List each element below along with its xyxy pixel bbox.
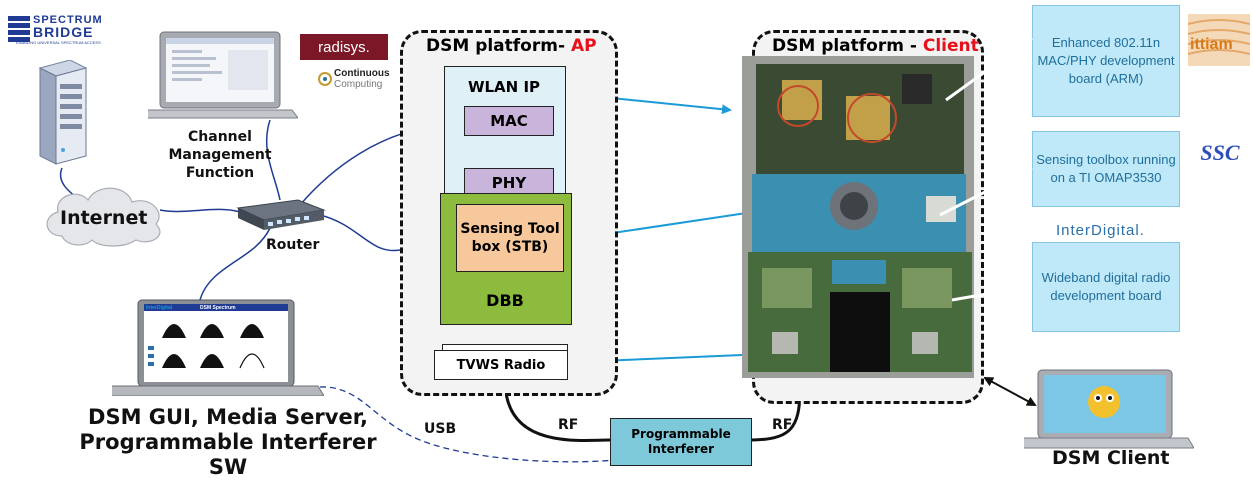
ap-platform-title: DSM platform- AP [426, 36, 597, 56]
ittiam-logo: ittiam [1188, 14, 1250, 66]
continuous-computing-logo: Continuous Computing [318, 68, 398, 98]
router-stb-wire [319, 214, 401, 252]
rf-left-label: RF [558, 417, 579, 433]
wideband-callout: Wideband digital radio development board [1032, 242, 1180, 332]
tvws-radio-block: TVWS Radio [434, 350, 568, 380]
sensing-pointer [939, 166, 1033, 217]
router-icon [236, 199, 326, 230]
spectrum-bridge-tagline: ENABLING UNIVERSAL SPECTRUM ACCESS [16, 40, 101, 45]
router-label: Router [266, 237, 320, 253]
sensing-toolbox-block: Sensing Tool box (STB) [456, 204, 564, 272]
radisys-logo: radisys. [300, 34, 388, 60]
spectrum-bridge-logo: SPECTRUM BRIDGE ENABLING UNIVERSAL SPECT… [8, 14, 128, 45]
usb-dashed-wire [309, 386, 616, 463]
gui-laptop-icon [112, 299, 324, 396]
continuous-computing-mark-icon [318, 72, 332, 86]
ssc-logo: SSC [1200, 140, 1240, 165]
gui-screen-brand: InterDigital [146, 305, 173, 311]
laptop-router-wire [265, 119, 281, 201]
internet-label: Internet [60, 207, 148, 229]
interdigital-logo: InterDigital. [1056, 222, 1145, 239]
mac-block: MAC [464, 106, 554, 136]
rf-left-wire [503, 379, 611, 442]
mac-phy-callout: Enhanced 802.11n MAC/PHY development boa… [1032, 5, 1180, 117]
continuous-text: Continuous [334, 68, 390, 79]
ap-platform-title-accent: AP [570, 36, 597, 56]
router-gui-wire [199, 227, 271, 301]
mac-phy-pointer [945, 36, 1033, 102]
usb-label: USB [424, 421, 457, 437]
ap-platform-title-text: DSM platform- [426, 36, 571, 56]
dsm-client-laptop-icon [1024, 369, 1194, 449]
dbb-label: DBB [486, 291, 524, 310]
wideband-pointer [951, 284, 1033, 302]
internet-router-wire [159, 208, 241, 213]
client-platform-title-accent: Client [922, 36, 979, 56]
sensing-callout: Sensing toolbox running on a TI OMAP3530 [1032, 131, 1180, 207]
rf-right-label: RF [772, 417, 793, 433]
server-icon [38, 60, 88, 165]
client-platform-title-text: DSM platform - [772, 36, 923, 56]
spectrum-bridge-mark-icon [8, 16, 30, 42]
ittiam-texture-icon [1188, 19, 1250, 55]
programmable-interferer-block: Programmable Interferer [610, 418, 752, 466]
channel-management-laptop-icon [148, 31, 298, 119]
wlan-ip-title: WLAN IP [467, 78, 541, 96]
computing-text: Computing [334, 79, 383, 90]
internet-cloud-icon [46, 187, 161, 247]
spectrum-bridge-line1: SPECTRUM [33, 14, 103, 26]
client-laptop-link [983, 377, 1037, 406]
dsm-client-label: DSM Client [1052, 447, 1170, 469]
client-platform-title: DSM platform - Client [772, 36, 979, 56]
spectrum-bridge-line2: BRIDGE [33, 24, 94, 40]
ittiam-text: ittiam [1190, 36, 1233, 53]
client-board-image [742, 56, 974, 378]
gui-screen-title: DSM Spectrum [200, 305, 236, 311]
dsm-gui-label: DSM GUI, Media Server, Programmable Inte… [79, 405, 377, 479]
channel-management-label: Channel Management Function [168, 129, 272, 181]
